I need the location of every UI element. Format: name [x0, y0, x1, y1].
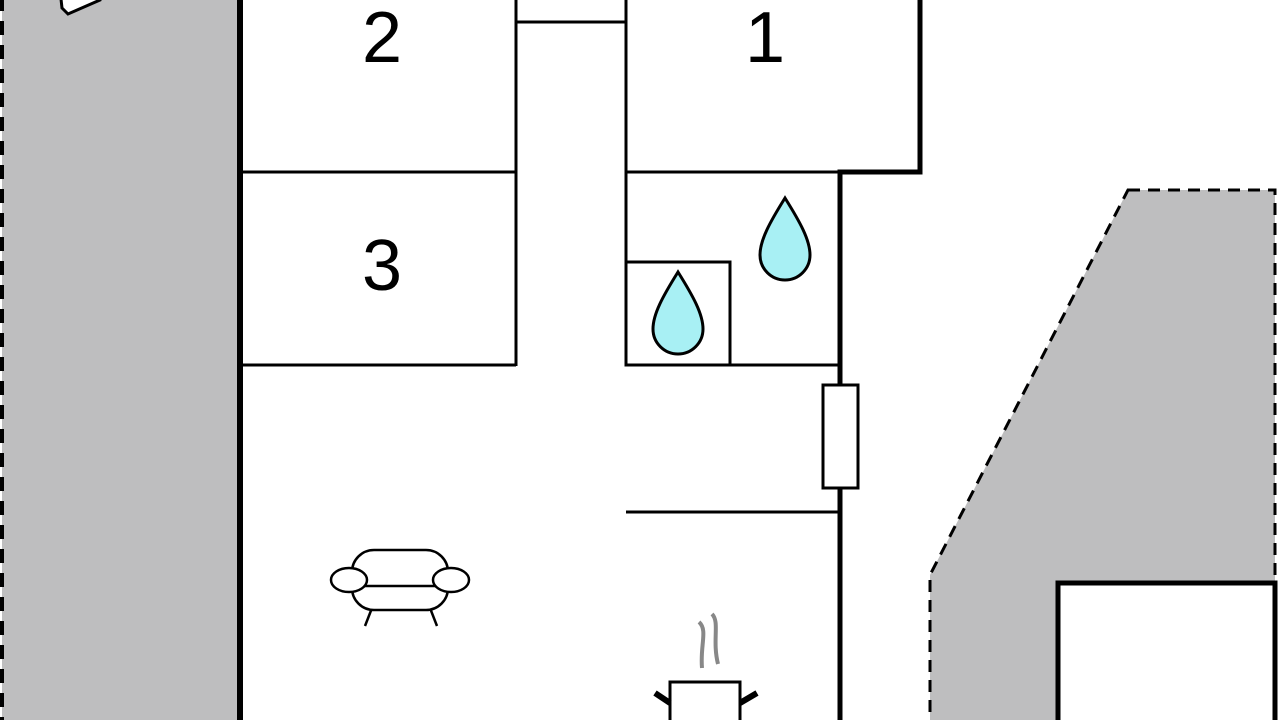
outdoor-area-left — [0, 0, 242, 720]
outdoor-marker — [59, 0, 102, 16]
cooking-pot-icon — [653, 612, 759, 720]
sofa-icon — [329, 548, 471, 627]
outbuilding — [1055, 580, 1278, 720]
room-label-2: 2 — [362, 0, 402, 78]
room-label-3: 3 — [362, 226, 402, 306]
walls — [237, 0, 923, 720]
room-label-1: 1 — [745, 0, 785, 78]
water-drop-icon — [758, 195, 812, 282]
window — [821, 383, 860, 490]
water-drop-icon — [651, 269, 705, 356]
